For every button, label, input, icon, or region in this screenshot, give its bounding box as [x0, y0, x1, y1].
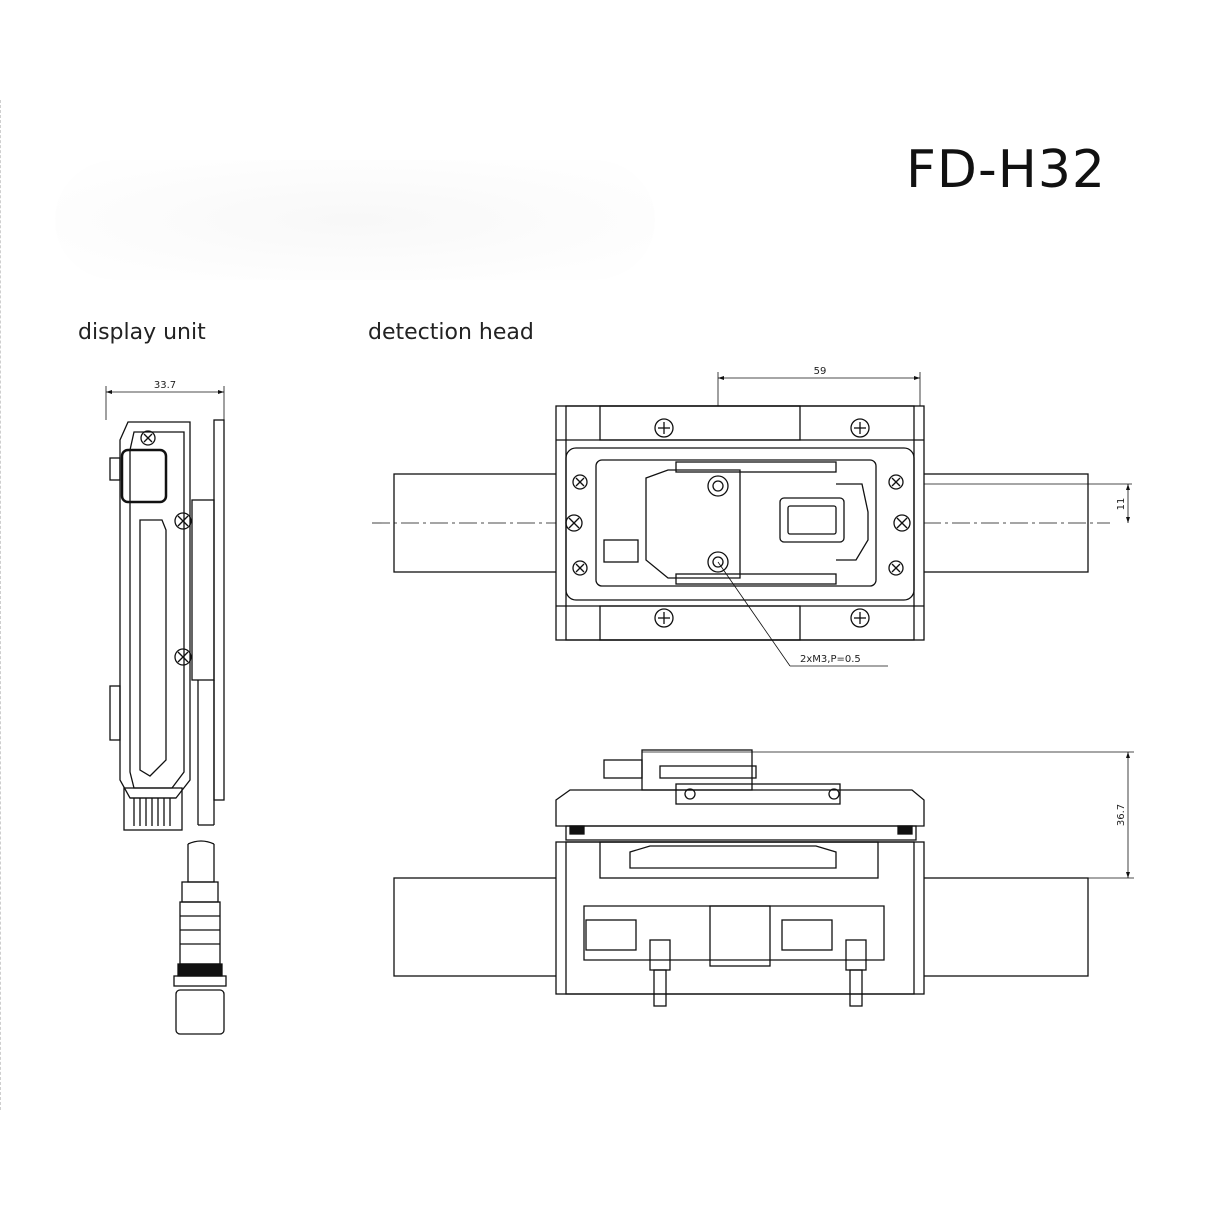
dim-head-width: 59: [814, 366, 827, 377]
dim-pipe-offset: 11: [1116, 498, 1127, 511]
detection-head-side-view: [393, 749, 1134, 1007]
dim-head-height: 36.7: [1116, 804, 1127, 826]
detection-head-label: detection head: [368, 320, 534, 345]
display-unit-drawing: [105, 386, 227, 1035]
detection-head-top-view: [372, 372, 1132, 667]
thread-callout: 2xM3,P=0.5: [800, 654, 861, 665]
page-left-border: [0, 100, 3, 1110]
blurred-region: [55, 160, 655, 280]
dim-display-width: 33.7: [154, 380, 176, 391]
model-title: FD-H32: [906, 140, 1106, 200]
display-unit-label: display unit: [78, 320, 206, 345]
